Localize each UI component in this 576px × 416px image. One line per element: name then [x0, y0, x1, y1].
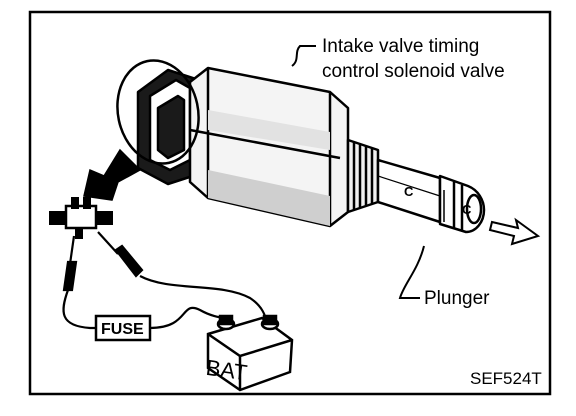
solenoid-valve: [136, 66, 486, 234]
terminal-mark-c-1: C: [404, 184, 414, 199]
connector-callout-circle: [116, 59, 200, 165]
fuse-label: FUSE: [101, 321, 144, 338]
plunger-leader: [398, 245, 425, 299]
figure-frame: [28, 10, 552, 396]
plunger-motion-arrow: [488, 217, 541, 246]
solenoid-label-line1: Intake valve timing: [322, 36, 479, 57]
battery-label: BAT: [204, 355, 248, 385]
figure-code: SEF524T: [470, 369, 542, 388]
plunger-label: Plunger: [424, 288, 490, 309]
left-probe-clip: [62, 260, 78, 292]
solenoid-label-line2: control solenoid valve: [322, 61, 505, 82]
test-leads: [62, 231, 268, 330]
test-connector: [49, 197, 113, 239]
fuse-box: [94, 314, 152, 342]
right-probe-clip: [114, 244, 144, 278]
threaded-shank: [346, 138, 380, 214]
solenoid-leader: [291, 45, 316, 67]
direction-arrow: [83, 148, 142, 201]
battery: [206, 314, 294, 392]
leader-lines: [291, 45, 425, 299]
terminal-mark-c-2: C: [462, 202, 472, 217]
